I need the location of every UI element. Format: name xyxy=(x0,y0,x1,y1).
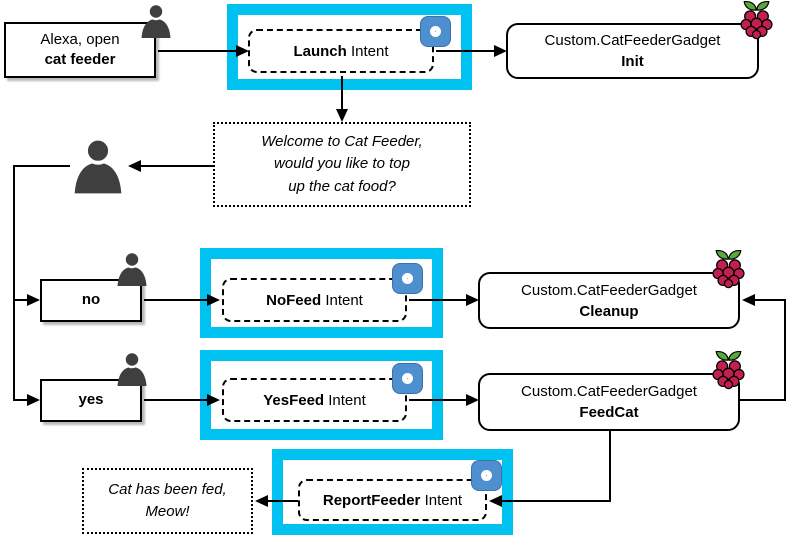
node-gadget-feedcat: Custom.CatFeederGadget FeedCat xyxy=(478,373,740,431)
arrow-launch-to-welcome xyxy=(341,76,343,110)
arrow-feedcat-to-reportfeeder xyxy=(501,500,611,502)
arrow-feedcat-to-cleanup xyxy=(755,299,786,301)
arrow-reportfeeder-to-fed xyxy=(268,500,298,502)
raspberry-pi-icon xyxy=(710,350,747,390)
node-utterance-open: Alexa, open cat feeder xyxy=(4,22,156,78)
answer-no-label: no xyxy=(81,291,101,309)
welcome-line1: Welcome to Cat Feeder, xyxy=(261,132,423,150)
arrow-launch-to-init xyxy=(436,50,494,52)
yesfeed-intent-label: YesFeed Intent xyxy=(263,391,366,409)
arrowhead-down-icon xyxy=(336,109,348,122)
fed-response-line1: Cat has been fed, xyxy=(108,480,227,498)
arrow-welcome-to-person xyxy=(141,165,213,167)
node-gadget-init: Custom.CatFeederGadget Init xyxy=(506,23,759,79)
arrow-feedcat-to-reportfeeder xyxy=(609,431,611,502)
arrowhead-right-icon xyxy=(27,294,40,306)
welcome-line3: up the cat food? xyxy=(288,177,396,195)
gadget-feedcat-line1: Custom.CatFeederGadget xyxy=(521,383,697,400)
gadget-feedcat-line2: FeedCat xyxy=(579,404,639,421)
raspberry-pi-icon xyxy=(738,0,775,40)
arrow-feedcat-to-cleanup xyxy=(784,300,786,401)
node-fed-response: Cat has been fed, Meow! xyxy=(82,468,253,534)
person-icon xyxy=(114,250,150,288)
line-person-branch xyxy=(13,165,70,167)
gadget-init-line2: Init xyxy=(621,53,644,70)
arrowhead-right-icon xyxy=(27,394,40,406)
line-branch-trunk xyxy=(13,165,15,401)
launch-intent-label: Launch Intent xyxy=(293,42,389,60)
arrowhead-left-icon xyxy=(489,495,502,507)
fed-response-line2: Meow! xyxy=(145,503,190,520)
alexa-icon xyxy=(420,16,451,47)
alexa-icon xyxy=(392,363,423,394)
arrowhead-right-icon xyxy=(207,294,220,306)
gadget-cleanup-line1: Custom.CatFeederGadget xyxy=(521,281,697,299)
gadget-init-line1: Custom.CatFeederGadget xyxy=(544,32,721,49)
node-welcome-prompt: Welcome to Cat Feeder, would you like to… xyxy=(213,122,471,207)
nofeed-intent-label: NoFeed Intent xyxy=(266,291,363,309)
arrowhead-left-icon xyxy=(742,294,755,306)
arrowhead-right-icon xyxy=(466,294,479,306)
arrowhead-right-icon xyxy=(207,394,220,406)
arrowhead-right-icon xyxy=(466,394,479,406)
welcome-line2: would you like to top xyxy=(274,155,410,173)
arrow-no-to-nofeed xyxy=(144,299,207,301)
node-answer-no: no xyxy=(40,279,142,322)
alexa-ring-icon xyxy=(481,470,492,481)
arrow-branch-to-no xyxy=(15,299,27,301)
node-gadget-cleanup: Custom.CatFeederGadget Cleanup xyxy=(478,272,740,329)
reportfeeder-intent-label: ReportFeeder Intent xyxy=(322,491,463,509)
gadget-cleanup-line2: Cleanup xyxy=(579,302,639,320)
arrow-branch-to-yes xyxy=(15,399,27,401)
answer-yes-label: yes xyxy=(78,391,104,409)
node-reportfeeder-intent: ReportFeeder Intent xyxy=(298,479,487,521)
arrowhead-right-icon xyxy=(236,45,249,57)
utterance-open-line2: cat feeder xyxy=(44,51,116,68)
alexa-ring-icon xyxy=(402,373,413,384)
alexa-ring-icon xyxy=(430,26,441,37)
node-launch-intent: Launch Intent xyxy=(248,29,434,73)
node-answer-yes: yes xyxy=(40,379,142,422)
arrow-yes-to-yesfeed xyxy=(144,399,207,401)
person-icon-large xyxy=(69,133,127,199)
person-icon xyxy=(138,2,174,40)
arrow-utterance-to-launch xyxy=(158,50,236,52)
node-nofeed-intent: NoFeed Intent xyxy=(222,278,407,322)
alexa-icon xyxy=(471,460,502,491)
raspberry-pi-icon xyxy=(710,249,747,289)
alexa-ring-icon xyxy=(402,273,413,284)
utterance-open-line1: Alexa, open xyxy=(40,30,120,48)
person-icon xyxy=(114,350,150,388)
arrowhead-left-icon xyxy=(128,160,141,172)
arrow-nofeed-to-cleanup xyxy=(409,299,466,301)
arrow-feedcat-to-cleanup xyxy=(740,399,786,401)
arrow-yesfeed-to-feedcat xyxy=(409,399,466,401)
arrowhead-right-icon xyxy=(494,45,507,57)
alexa-icon xyxy=(392,263,423,294)
node-yesfeed-intent: YesFeed Intent xyxy=(222,378,407,422)
arrowhead-left-icon xyxy=(255,495,268,507)
